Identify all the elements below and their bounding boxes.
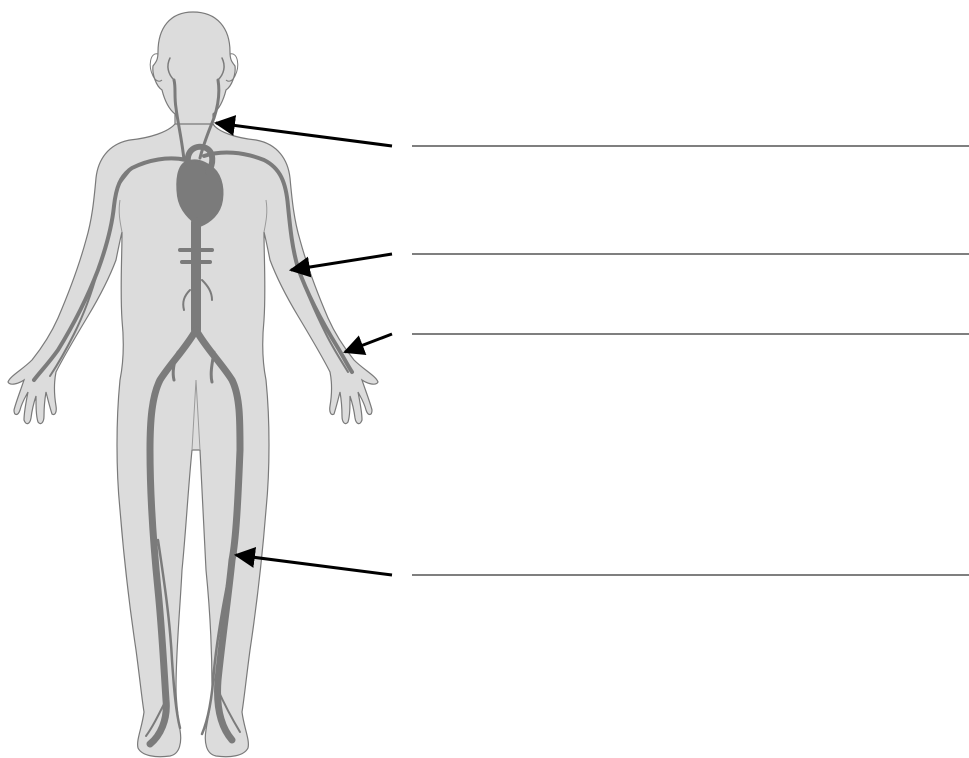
answer-lines (412, 146, 969, 575)
arrow-wrist (345, 334, 392, 352)
human-body-figure (8, 12, 378, 757)
head (153, 12, 235, 128)
